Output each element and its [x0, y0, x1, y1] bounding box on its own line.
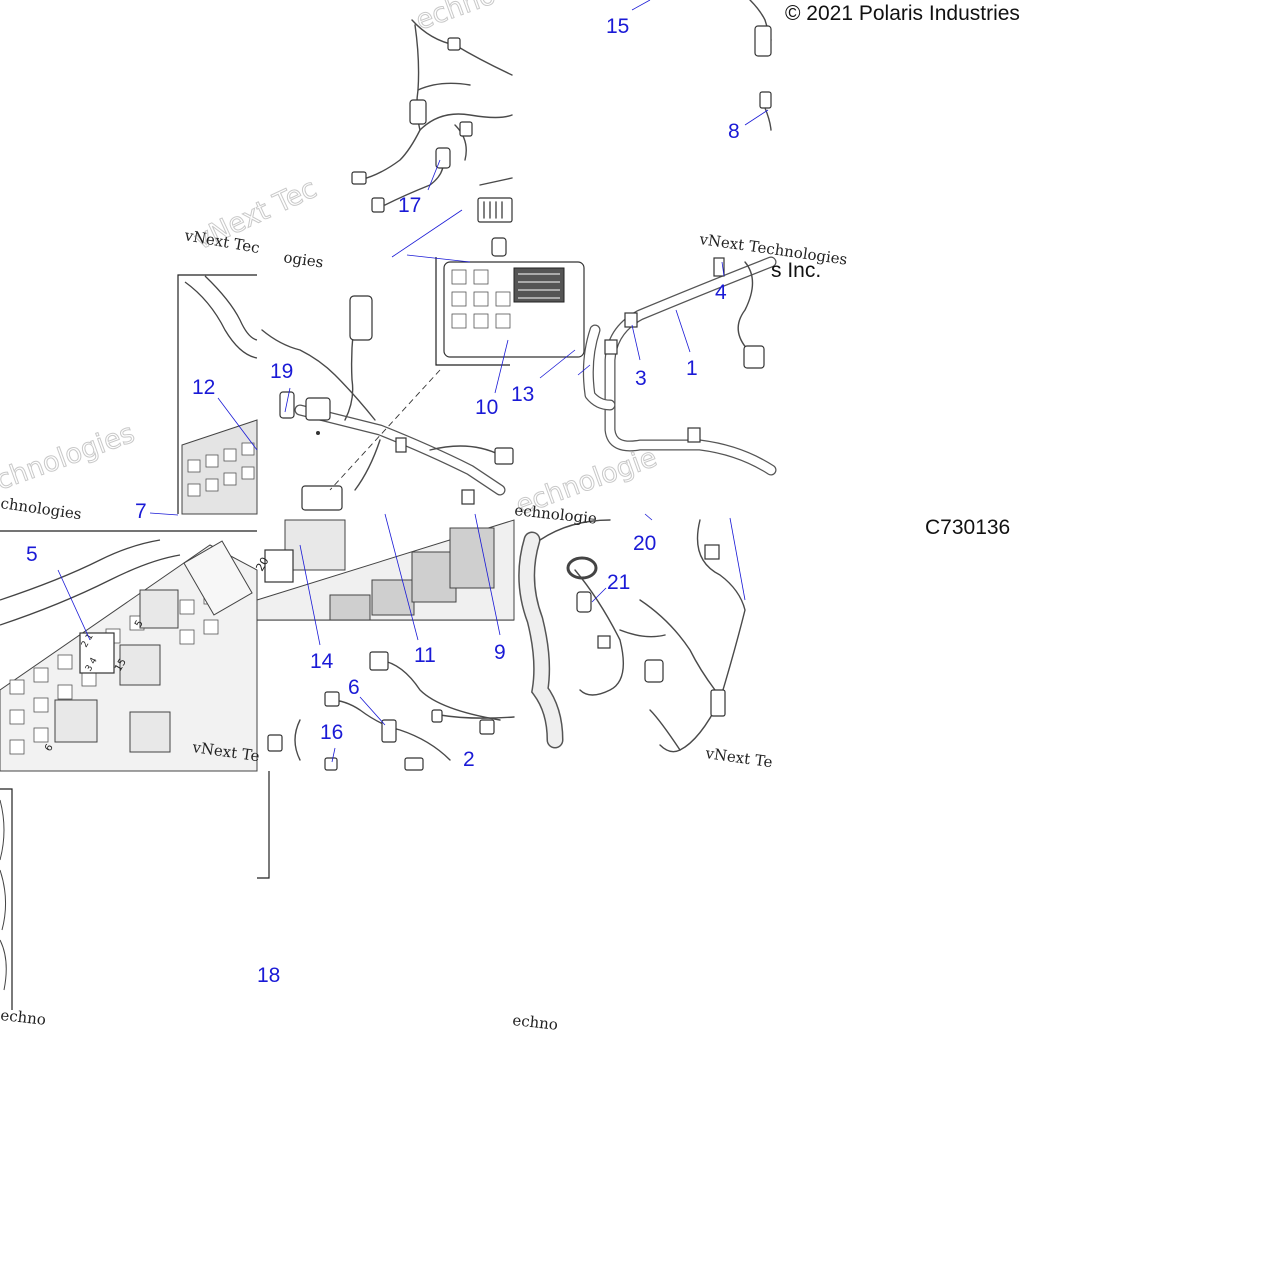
watermark-text: ogies [282, 248, 324, 271]
callout-7: 7 [135, 500, 147, 523]
callout-13: 13 [511, 383, 534, 406]
callout-12: 12 [192, 376, 215, 399]
leader-lines [57, 0, 769, 763]
relay-detail-tile: 20 [253, 519, 515, 621]
lower-frame-fragment [0, 771, 270, 1010]
watermark-ghost: chnologies [0, 418, 139, 497]
callout-18: 18 [257, 964, 280, 987]
callout-14: 14 [310, 650, 334, 673]
watermark-text: echnologie [514, 501, 598, 528]
callout-numbers: 1 2 3 4 5 6 7 8 9 10 11 12 13 14 15 16 1… [26, 15, 740, 987]
callout-3: 3 [635, 367, 647, 390]
callout-16: 16 [320, 721, 343, 744]
left-fuse-detail-tile [177, 274, 258, 515]
lower-fuse-box-tile: 2 1 3 4 5 15 6 [0, 530, 258, 772]
fuse-box-cell-label: 20 [253, 555, 271, 574]
fuse-box-cell-label: 5 [133, 618, 146, 629]
watermarks: echno vNext Tec vNext Tec ogies vNext Te… [0, 0, 849, 1034]
watermark-ghost: echno [412, 0, 500, 37]
fuse-box-cell-label: 6 [43, 742, 56, 753]
callout-2: 2 [463, 748, 475, 771]
fuse-box-inset [443, 261, 585, 358]
upper-harness-tile [351, 19, 513, 257]
callout-4: 4 [715, 281, 727, 304]
main-harness-tile [261, 209, 777, 511]
callout-11: 11 [414, 644, 436, 667]
watermark-text: echno [512, 1011, 559, 1034]
lower-harness-tile [518, 519, 746, 753]
callout-15: 15 [606, 15, 629, 38]
watermark-text: vNext Te [703, 744, 773, 771]
callout-10: 10 [475, 396, 498, 419]
callout-9: 9 [494, 641, 506, 664]
callout-17: 17 [398, 194, 421, 217]
callout-8: 8 [728, 120, 740, 143]
callout-20: 20 [633, 532, 656, 555]
copyright-fragment: s Inc. [771, 259, 821, 282]
callout-5: 5 [26, 543, 38, 566]
lower-left-harness-tile [267, 651, 515, 771]
diagram-code: C730136 [925, 516, 1010, 539]
watermark-text: echno [0, 1006, 47, 1029]
upper-right-tile [749, 0, 772, 131]
watermark-text: chnologies [0, 494, 83, 523]
callout-6: 6 [348, 676, 360, 699]
callout-1: 1 [686, 357, 698, 380]
callout-19: 19 [270, 360, 293, 383]
copyright-notice: © 2021 Polaris Industries [785, 2, 1020, 25]
callout-21: 21 [607, 571, 630, 594]
